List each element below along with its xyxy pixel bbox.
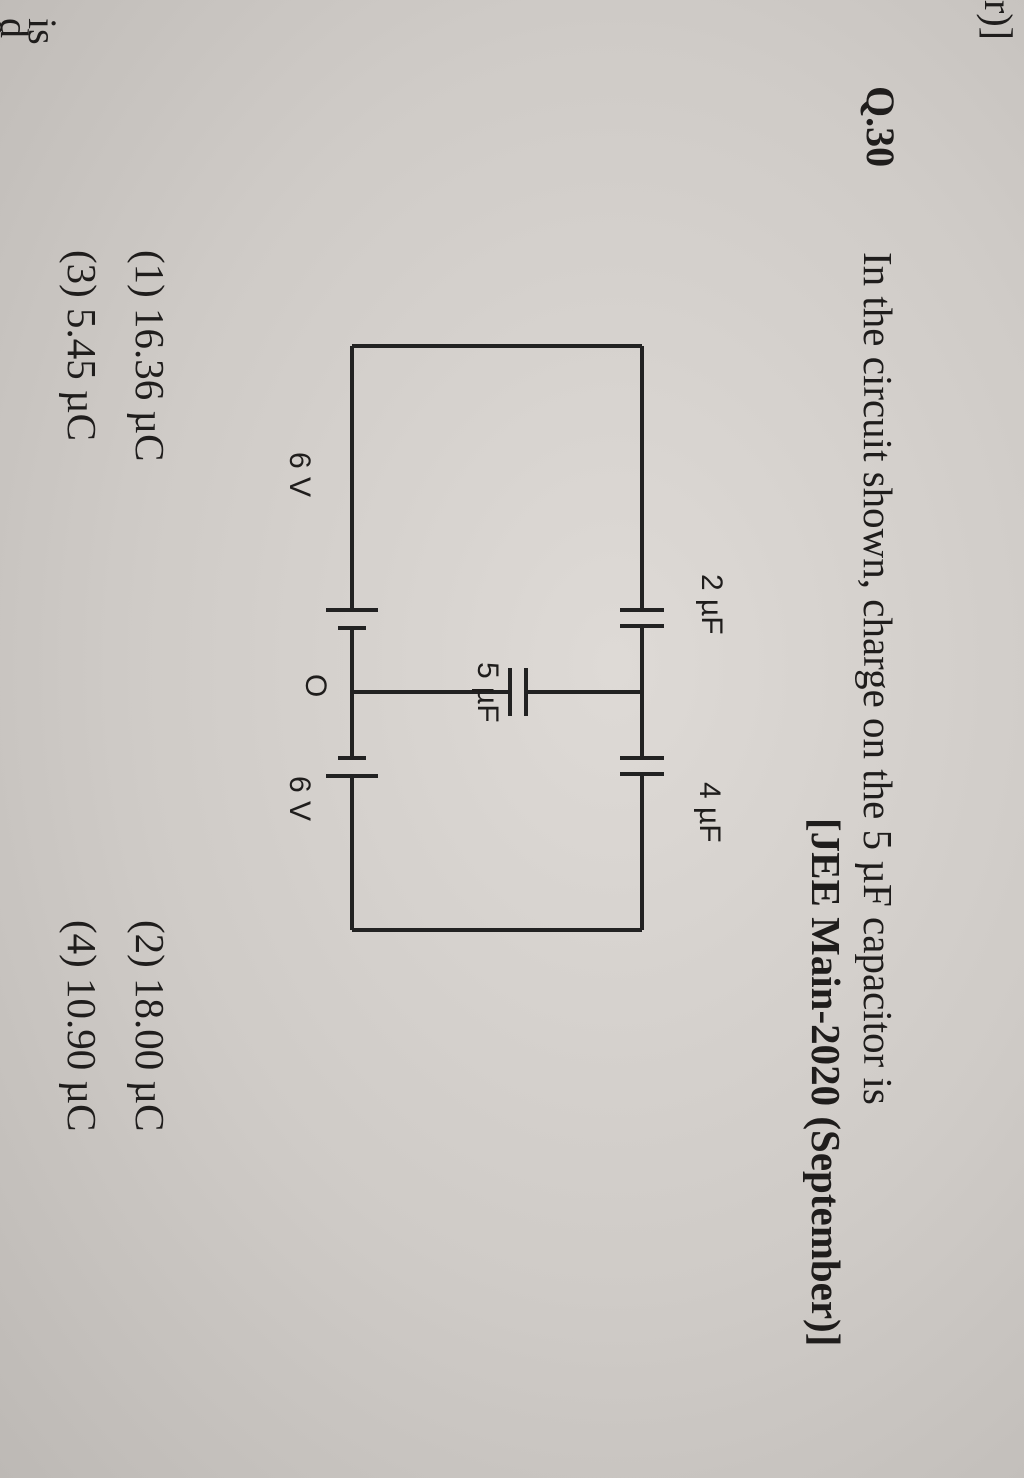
node-o-label: O [299, 674, 332, 698]
cap-5uf-label: 5 µF [471, 662, 504, 723]
option-2: (2) 18.00 µC [127, 920, 173, 1132]
option-3: (3) 5.45 µC [59, 250, 105, 442]
cap-4uf-label: 4 µF [693, 782, 726, 843]
option-4: (4) 10.90 µC [59, 920, 105, 1132]
cap-2uf-label: 2 µF [695, 574, 728, 635]
battery-left-label: 6 V [283, 452, 316, 498]
option-1: (1) 16.36 µC [127, 250, 173, 462]
battery-right-label: 6 V [283, 776, 316, 822]
